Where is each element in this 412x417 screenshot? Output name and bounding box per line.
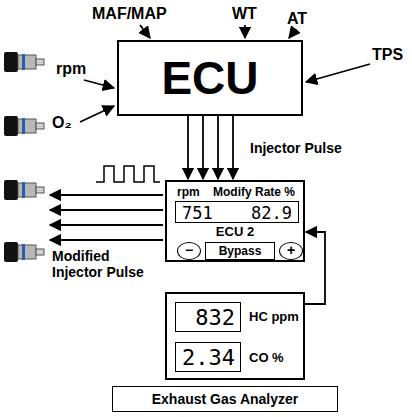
input-arrow — [306, 64, 370, 82]
signal-label: MAF/MAP — [92, 5, 167, 23]
input-arrow — [244, 25, 246, 38]
signal-label: TPS — [372, 46, 403, 64]
signal-connector — [202, 116, 204, 179]
node-text: rpm — [177, 185, 200, 199]
lcd-display: 2.34 — [175, 342, 241, 372]
signal-label: Injector Pulse — [250, 140, 342, 156]
node-text: ECU — [119, 51, 301, 105]
injector-icon — [4, 52, 44, 72]
node-text: ECU 2 — [167, 224, 303, 239]
input-arrow — [80, 106, 114, 122]
injector-icon — [4, 242, 44, 262]
node-text: CO % — [249, 350, 284, 365]
square-wave — [96, 166, 160, 182]
display-value: 751 — [182, 203, 213, 223]
ecu-box: ECU — [117, 40, 303, 116]
signal-connector — [217, 116, 219, 179]
node-text: Exhaust Gas Analyzer — [113, 391, 337, 407]
signal-label: Modified Injector Pulse — [52, 248, 156, 280]
analyzer-box: HC ppm CO % 832 2.34 — [165, 292, 305, 380]
node-text: Modify Rate % — [213, 185, 295, 199]
lcd-display: 832 — [175, 302, 241, 332]
input-arrow — [84, 80, 114, 88]
signal-connector — [187, 116, 189, 179]
signal-label: AT — [287, 10, 307, 28]
injector-icon — [4, 180, 44, 200]
pulse-arrow — [50, 224, 163, 226]
pulse-arrow — [50, 209, 163, 211]
signal-connector — [305, 232, 325, 304]
node-text: HC ppm — [249, 309, 299, 324]
display-value: 2.34 — [182, 345, 235, 370]
signal-label: O₂ — [52, 114, 72, 132]
node-text: Bypass — [206, 244, 274, 258]
signal-label: WT — [232, 5, 257, 23]
display-value: 82.9 — [251, 203, 292, 223]
button: − — [177, 242, 201, 260]
display-value: 832 — [195, 305, 235, 330]
lcd-display: 751 82.9 — [175, 201, 299, 223]
signal-connector — [232, 116, 234, 179]
injector-icon — [4, 116, 44, 136]
module-box: rpm Modify Rate % ECU 2751 82.9 −Bypass + — [165, 180, 305, 262]
analyzer-label-box: Exhaust Gas Analyzer — [112, 386, 338, 412]
button: Bypass — [205, 242, 275, 260]
input-arrow — [289, 29, 296, 38]
input-arrow — [140, 25, 150, 38]
pulse-arrow — [50, 194, 163, 196]
node-text: − — [178, 242, 200, 258]
button: + — [279, 242, 303, 260]
node-text: + — [280, 242, 302, 258]
pulse-arrow — [50, 239, 163, 241]
signal-label: rpm — [56, 60, 86, 78]
